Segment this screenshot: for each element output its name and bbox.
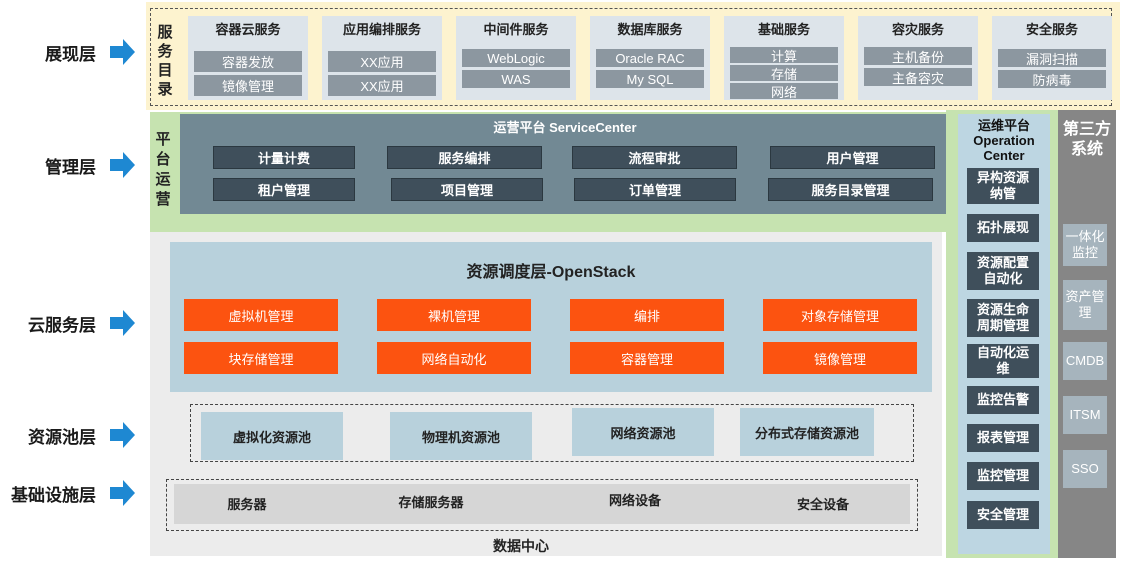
openstack-module[interactable]: 容器管理 (570, 342, 724, 374)
layer-label-infrastructure: 基础设施层 (11, 485, 96, 505)
infrastructure-item: 服务器 (227, 496, 267, 512)
service-item[interactable]: XX应用 (328, 51, 436, 72)
service-column-app-orchestration: 应用编排服务 XX应用 XX应用 (322, 16, 442, 100)
openstack-module[interactable]: 网络自动化 (377, 342, 531, 374)
third-party-panel (1058, 110, 1116, 558)
layer-label-cloud-service: 云服务层 (28, 315, 96, 335)
service-catalog-label: 服 务 目 录 (157, 24, 173, 98)
infrastructure-item: 安全设备 (796, 496, 849, 512)
service-item[interactable]: WAS (462, 70, 570, 88)
service-item[interactable]: Oracle RAC (596, 49, 704, 67)
service-item[interactable]: 主机备份 (864, 47, 972, 65)
third-party-item[interactable]: 资产管 理 (1063, 280, 1107, 330)
infrastructure-item: 网络设备 (608, 492, 661, 508)
third-party-item[interactable]: SSO (1063, 450, 1107, 488)
service-column-security: 安全服务 漏洞扫描 防病毒 (992, 16, 1112, 100)
layer-label-management: 管理层 (45, 157, 96, 177)
service-column-title: 安全服务 (1025, 21, 1078, 37)
service-column-basic: 基础服务 计算 存储 网络 (724, 16, 844, 100)
ops-center-title: 运维平台 Operation Center (973, 117, 1035, 163)
data-center-label: 数据中心 (493, 538, 549, 554)
service-column-title: 数据库服务 (617, 21, 683, 37)
mgmt-item[interactable]: 租户管理 (213, 178, 355, 201)
resource-pool[interactable]: 分布式存储资源池 (740, 408, 874, 456)
third-party-item[interactable]: CMDB (1063, 342, 1107, 380)
mgmt-item[interactable]: 计量计费 (213, 146, 355, 169)
ops-item[interactable]: 监控管理 (967, 462, 1039, 490)
service-item[interactable]: 容器发放 (194, 51, 302, 72)
service-item[interactable]: 主备容灾 (864, 68, 972, 86)
mgmt-item[interactable]: 项目管理 (391, 178, 543, 201)
service-item[interactable]: 存储 (730, 65, 838, 82)
service-item[interactable]: WebLogic (462, 49, 570, 67)
infrastructure-frame (166, 479, 918, 531)
service-item[interactable]: XX应用 (328, 75, 436, 96)
resource-pool[interactable]: 物理机资源池 (390, 412, 532, 460)
openstack-module[interactable]: 对象存储管理 (763, 299, 917, 331)
service-column-container-cloud: 容器云服务 容器发放 镜像管理 (188, 16, 308, 100)
resource-pool[interactable]: 虚拟化资源池 (201, 412, 343, 460)
service-item[interactable]: My SQL (596, 70, 704, 88)
service-item[interactable]: 镜像管理 (194, 75, 302, 96)
ops-item[interactable]: 异构资源 纳管 (967, 168, 1039, 204)
service-column-database: 数据库服务 Oracle RAC My SQL (590, 16, 710, 100)
service-item[interactable]: 计算 (730, 47, 838, 64)
layer-label-resource-pool: 资源池层 (28, 427, 96, 447)
ops-item[interactable]: 自动化运 维 (967, 344, 1039, 378)
ops-item[interactable]: 安全管理 (967, 501, 1039, 529)
service-item[interactable]: 漏洞扫描 (998, 49, 1106, 67)
ops-item[interactable]: 监控告警 (967, 386, 1039, 414)
service-column-title: 容灾服务 (891, 21, 944, 37)
openstack-module[interactable]: 虚拟机管理 (184, 299, 338, 331)
infrastructure-item: 存储服务器 (398, 494, 464, 510)
service-column-disaster-recovery: 容灾服务 主机备份 主备容灾 (858, 16, 978, 100)
service-item[interactable]: 防病毒 (998, 70, 1106, 88)
ops-item[interactable]: 资源生命 周期管理 (967, 299, 1039, 337)
service-item[interactable]: 网络 (730, 83, 838, 100)
service-center-title: 运营平台 ServiceCenter (493, 119, 637, 135)
ops-item[interactable]: 报表管理 (967, 424, 1039, 452)
third-party-item[interactable]: ITSM (1063, 396, 1107, 434)
mgmt-item[interactable]: 流程审批 (572, 146, 737, 169)
openstack-module[interactable]: 镜像管理 (763, 342, 917, 374)
layer-label-presentation: 展现层 (45, 44, 96, 64)
arrow-right-icon (110, 310, 135, 336)
mgmt-item[interactable]: 用户管理 (770, 146, 935, 169)
service-column-title: 中间件服务 (483, 21, 549, 37)
ops-item[interactable]: 拓扑展现 (967, 214, 1039, 242)
service-column-title: 基础服务 (757, 21, 810, 37)
resource-pool[interactable]: 网络资源池 (572, 408, 714, 456)
platform-operation-label: 平 台 运 营 (155, 131, 171, 208)
service-column-title: 应用编排服务 (342, 21, 421, 37)
third-party-item[interactable]: 一体化 监控 (1063, 224, 1107, 266)
mgmt-item[interactable]: 订单管理 (574, 178, 736, 201)
openstack-module[interactable]: 裸机管理 (377, 299, 531, 331)
resource-pool-frame (190, 404, 914, 462)
openstack-module[interactable]: 编排 (570, 299, 724, 331)
arrow-right-icon (110, 39, 135, 65)
mgmt-item[interactable]: 服务编排 (387, 146, 542, 169)
arrow-right-icon (110, 480, 135, 506)
service-column-middleware: 中间件服务 WebLogic WAS (456, 16, 576, 100)
arrow-right-icon (110, 152, 135, 178)
arrow-right-icon (110, 422, 135, 448)
ops-item[interactable]: 资源配置 自动化 (967, 252, 1039, 290)
openstack-title: 资源调度层-OpenStack (466, 264, 636, 281)
openstack-module[interactable]: 块存储管理 (184, 342, 338, 374)
mgmt-item[interactable]: 服务目录管理 (768, 178, 933, 201)
third-party-title: 第三方 系统 (1062, 121, 1111, 158)
service-column-title: 容器云服务 (215, 21, 281, 37)
infrastructure-bar (174, 484, 910, 524)
